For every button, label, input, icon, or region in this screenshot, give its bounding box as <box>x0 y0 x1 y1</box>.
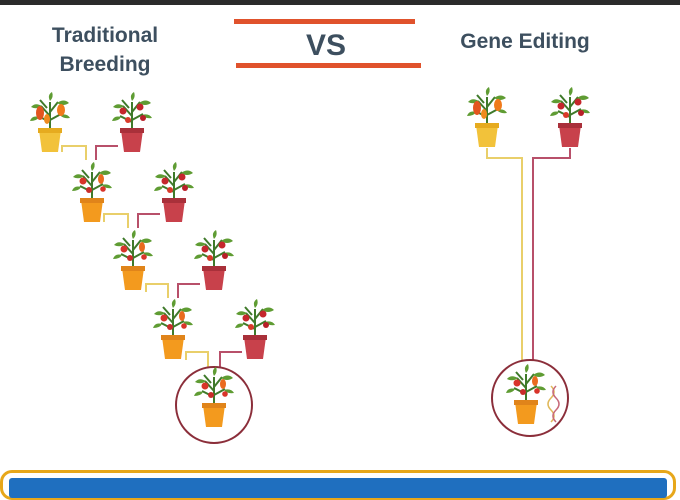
heading-line-2: Breeding <box>59 53 151 76</box>
backcross-plant-2 <box>194 230 234 290</box>
parent-plant-red <box>112 92 152 152</box>
generation-2-plant <box>113 230 153 290</box>
vs-bottom-rule <box>236 63 421 68</box>
bottom-panel <box>0 470 676 500</box>
breeding-comparison-diagram <box>0 0 680 444</box>
parent-plant-yellow <box>30 92 70 152</box>
vs-label: VS <box>305 29 347 62</box>
vs-top-rule <box>234 19 415 24</box>
traditional-connectors <box>61 145 242 368</box>
generation-3-plant <box>153 299 193 359</box>
backcross-plant-3 <box>235 299 275 359</box>
gene-editing-connectors <box>486 148 571 360</box>
traditional-breeding-heading: Traditional Breeding <box>30 21 180 79</box>
gene-editing-heading: Gene Editing <box>460 30 590 53</box>
gene-editing-parent-red <box>550 87 590 147</box>
top-bar <box>0 0 680 5</box>
heading-line-1: Traditional <box>51 24 159 47</box>
gene-editing-parent-yellow <box>467 87 507 147</box>
dna-strand-icon <box>547 385 560 423</box>
bottom-panel-band <box>9 478 667 498</box>
